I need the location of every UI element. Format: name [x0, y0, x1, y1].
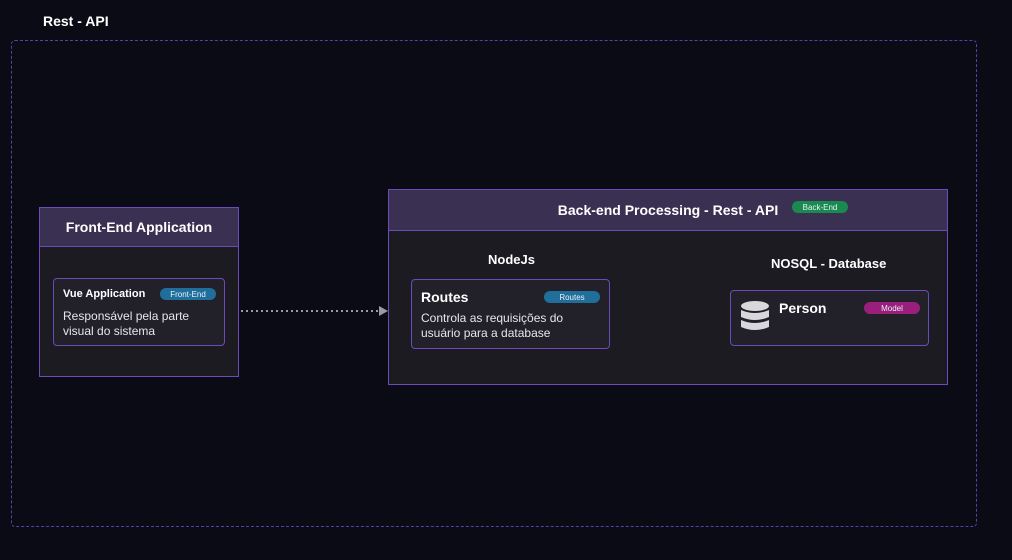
backend-group: Back-end Processing - Rest - API: [388, 189, 948, 385]
nodejs-label: NodeJs: [488, 252, 535, 267]
model-badge: Model: [864, 302, 920, 314]
person-name: Person: [779, 300, 827, 316]
routes-description-line2: usuário para a database: [421, 326, 551, 340]
person-card[interactable]: Person Model: [730, 290, 929, 346]
vue-application-card[interactable]: Vue Application Front-End Responsável pe…: [53, 278, 225, 346]
routes-description-line1: Controla as requisições do: [421, 311, 564, 325]
vue-application-name: Vue Application: [63, 288, 146, 300]
frontend-group-title: Front-End Application: [40, 208, 238, 247]
frontend-group: Front-End Application: [39, 207, 239, 377]
vue-application-description-line2: visual do sistema: [63, 324, 156, 338]
database-icon: [741, 301, 769, 330]
diagram-title: Rest - API: [43, 13, 109, 29]
frontend-badge: Front-End: [160, 288, 216, 300]
routes-name: Routes: [421, 289, 469, 305]
backend-group-header: Back-end Processing - Rest - API: [389, 190, 947, 231]
vue-application-description-line1: Responsável pela parte: [63, 309, 190, 323]
arrow-head: [379, 306, 388, 316]
routes-badge: Routes: [544, 291, 600, 303]
backend-group-title: Back-end Processing - Rest - API: [557, 202, 779, 218]
backend-badge: Back-End: [792, 201, 848, 213]
rest-api-boundary: [11, 40, 977, 527]
database-label: NOSQL - Database: [771, 256, 887, 271]
routes-card[interactable]: Routes Routes Controla as requisições do…: [411, 279, 610, 349]
